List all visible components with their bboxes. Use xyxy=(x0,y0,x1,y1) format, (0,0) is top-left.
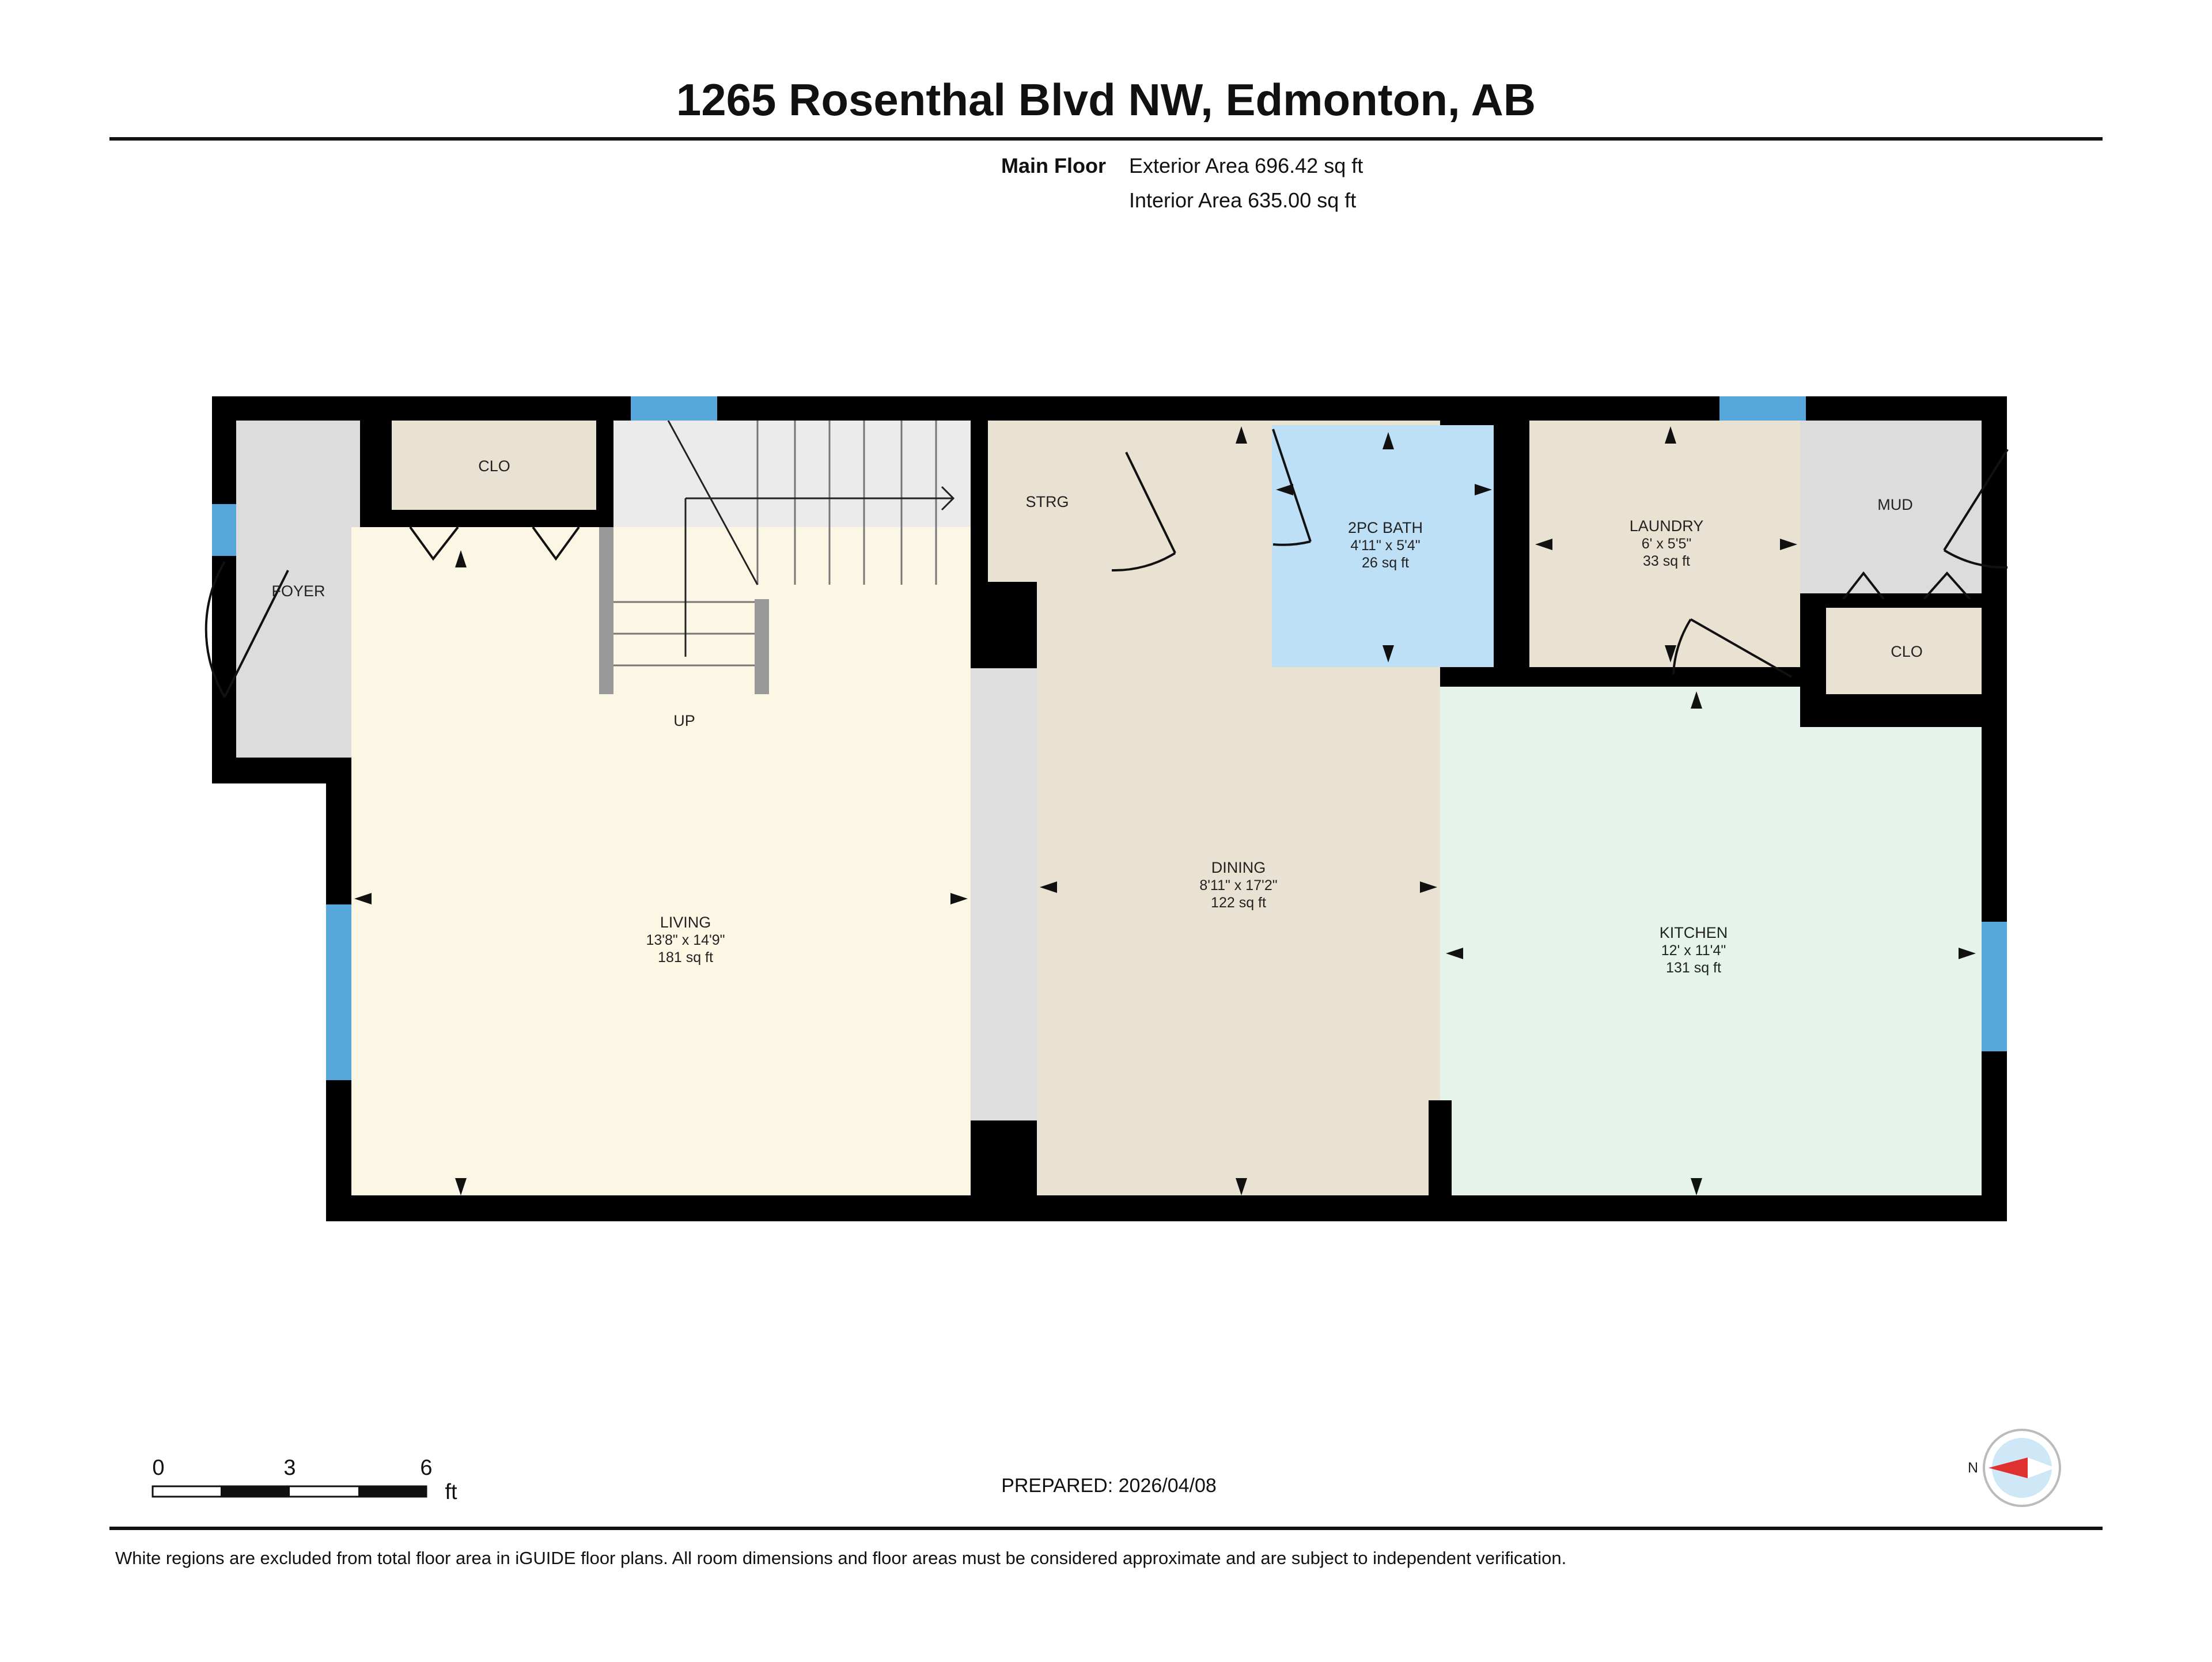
room-labels: FOYER CLO STRG UP 2PC BATH 4'11" x 5'4" … xyxy=(271,457,1922,976)
dining-name: DINING xyxy=(1211,859,1266,876)
bath-name: 2PC BATH xyxy=(1348,519,1423,536)
bath-dims: 4'11" x 5'4" xyxy=(1350,537,1420,554)
door-laundry xyxy=(1672,618,1792,678)
scale-tick-6: 6 xyxy=(420,1456,432,1480)
strg-label: STRG xyxy=(1025,493,1069,510)
door-clo-1-right xyxy=(532,526,580,561)
bath-room xyxy=(1272,425,1494,667)
clo-1-room xyxy=(392,421,596,510)
footer-note: White regions are excluded from total fl… xyxy=(115,1548,1566,1568)
door-strg xyxy=(1111,452,1176,572)
foyer-label: FOYER xyxy=(271,582,325,600)
compass-icon: N xyxy=(1968,1429,2061,1507)
header-rule xyxy=(109,137,2103,141)
scale-unit: ft xyxy=(445,1480,457,1504)
stairs-up-label: UP xyxy=(673,712,695,729)
stair-treads xyxy=(599,420,955,694)
kitchen-dims: 12' x 11'4" xyxy=(1661,942,1726,959)
living-area: 181 sq ft xyxy=(658,949,713,966)
scale-tick-3: 3 xyxy=(283,1456,296,1480)
kitchen-main xyxy=(1440,727,1982,1195)
window-living xyxy=(326,904,351,1080)
clo-2-label: CLO xyxy=(1891,643,1923,660)
scale-tick-0: 0 xyxy=(152,1456,164,1480)
exterior-area: Exterior Area 696.42 sq ft xyxy=(1129,154,1363,177)
laundry-dims: 6' x 5'5" xyxy=(1642,536,1692,552)
hall-strip xyxy=(971,668,1037,1120)
window-top-stairs xyxy=(631,396,717,421)
laundry-room xyxy=(1529,421,1800,667)
bath-area: 26 sq ft xyxy=(1362,555,1409,571)
prepared-date: PREPARED: 2026/04/08 xyxy=(1001,1475,1217,1497)
door-mud xyxy=(1943,448,2009,569)
footer-rule xyxy=(109,1527,2103,1530)
mud-label: MUD xyxy=(1877,496,1913,513)
living-notch xyxy=(769,585,971,688)
window-foyer xyxy=(212,504,236,556)
dining-wall-stub-bottom xyxy=(971,1120,1037,1198)
laundry-area: 33 sq ft xyxy=(1643,553,1690,569)
clo-1-label: CLO xyxy=(478,457,510,475)
compass-north-label: N xyxy=(1968,1460,1978,1476)
scale-bar: 0 3 6 ft xyxy=(151,1456,457,1504)
door-clo-2-right xyxy=(1923,571,1971,600)
door-clo-1-left xyxy=(409,526,459,561)
laundry-name: LAUNDRY xyxy=(1630,517,1704,535)
kitchen-area: 131 sq ft xyxy=(1666,960,1721,976)
door-clo-2-left xyxy=(1842,571,1885,600)
window-kitchen xyxy=(1982,922,2007,1051)
window-top-laundry xyxy=(1719,396,1806,421)
dining-area: 122 sq ft xyxy=(1211,895,1266,911)
kitchen-wall-stub xyxy=(1429,1100,1452,1198)
living-name: LIVING xyxy=(660,914,711,931)
clo-2-room xyxy=(1826,608,1982,694)
dining-wall-stub-top xyxy=(971,599,1037,668)
floor-label: Main Floor xyxy=(1001,154,1106,177)
interior-area: Interior Area 635.00 sq ft xyxy=(1129,188,1356,212)
living-dims: 13'8" x 14'9" xyxy=(646,932,725,948)
foyer-room xyxy=(236,421,360,758)
plan-title: 1265 Rosenthal Blvd NW, Edmonton, AB xyxy=(676,74,1536,125)
dimension-arrows xyxy=(354,426,1976,1195)
kitchen-name: KITCHEN xyxy=(1660,924,1728,941)
dining-dims: 8'11" x 17'2" xyxy=(1199,877,1277,894)
door-foyer xyxy=(204,561,289,698)
windows xyxy=(212,396,2007,1080)
rooms xyxy=(236,421,1982,1198)
mud-room xyxy=(1800,421,1982,593)
